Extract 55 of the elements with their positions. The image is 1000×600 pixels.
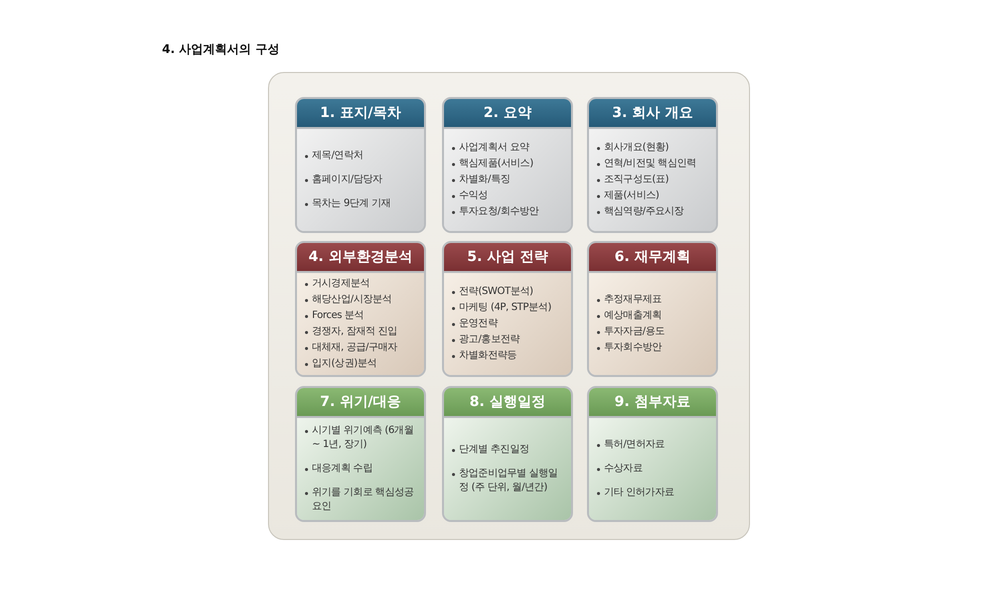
card-header: 9. 첨부자료 xyxy=(589,388,716,418)
list-item: 해당산업/시장분석 xyxy=(312,293,392,307)
list-item: 대응계획 수립 xyxy=(312,462,372,476)
list-item: 시기별 위기예측 (6개월 ~ 1년, 장기) xyxy=(312,424,414,452)
list-item: 거시경제분석 xyxy=(312,277,370,291)
list-item: 위기를 기회로 핵심성공 요인 xyxy=(312,486,415,514)
list-item: 핵심제품(서비스) xyxy=(459,157,534,171)
list-item: 조직구성도(표) xyxy=(604,173,669,187)
list-item: 창업준비업무별 실행일정 (주 단위, 월/년간) xyxy=(459,467,559,495)
list-item: 핵심역량/주요시장 xyxy=(604,205,684,219)
card-header: 1. 표지/목차 xyxy=(297,99,424,129)
list-item: 제품(서비스) xyxy=(604,189,660,203)
card xyxy=(587,386,718,522)
list-item: 수익성 xyxy=(459,189,488,203)
card xyxy=(587,241,718,377)
card-header: 7. 위기/대응 xyxy=(297,388,424,418)
list-item: 사업계획서 요약 xyxy=(459,141,529,155)
list-item: 회사개요(현황) xyxy=(604,141,669,155)
list-item: 예상매출계획 xyxy=(604,309,662,323)
card-header: 3. 회사 개요 xyxy=(589,99,716,129)
card-header: 8. 실행일정 xyxy=(444,388,571,418)
list-item: 단계별 추진일정 xyxy=(459,443,529,457)
card-header: 4. 외부환경분석 xyxy=(297,243,424,273)
list-item: 차별화전략등 xyxy=(459,349,517,363)
list-item: 목차는 9단계 기재 xyxy=(312,197,391,211)
card xyxy=(295,241,426,377)
list-item: 연혁/비전및 핵심인력 xyxy=(604,157,696,171)
list-item: 대체재, 공급/구매자 xyxy=(312,341,398,355)
list-item: 마케팅 (4P, STP분석) xyxy=(459,301,552,315)
list-item: 전략(SWOT분석) xyxy=(459,285,534,299)
list-item: 특허/면허자료 xyxy=(604,438,665,452)
list-item: 운영전략 xyxy=(459,317,498,331)
list-item: Forces 분석 xyxy=(312,309,364,323)
list-item: 수상자료 xyxy=(604,462,642,476)
list-item: 광고/홍보전략 xyxy=(459,333,520,347)
list-item: 추정재무제표 xyxy=(604,293,662,307)
title: 4. 사업계획서의 구성 xyxy=(162,41,280,58)
card-header: 5. 사업 전략 xyxy=(444,243,571,273)
list-item: 투자회수방안 xyxy=(604,341,662,355)
card-header: 6. 재무계획 xyxy=(589,243,716,273)
list-item: 투자자금/용도 xyxy=(604,325,665,339)
card xyxy=(442,97,573,233)
list-item: 차별화/특징 xyxy=(459,173,510,187)
card xyxy=(295,97,426,233)
card xyxy=(587,97,718,233)
list-item: 제목/연락처 xyxy=(312,149,363,163)
card-header: 2. 요약 xyxy=(444,99,571,129)
list-item: 경쟁자, 잠재적 진입 xyxy=(312,325,398,339)
list-item: 홈페이지/담당자 xyxy=(312,173,382,187)
card xyxy=(442,386,573,522)
list-item: 투자요청/회수방안 xyxy=(459,205,539,219)
list-item: 기타 인허가자료 xyxy=(604,486,674,500)
list-item: 입지(상권)분석 xyxy=(312,357,377,371)
card xyxy=(295,386,426,522)
card xyxy=(442,241,573,377)
